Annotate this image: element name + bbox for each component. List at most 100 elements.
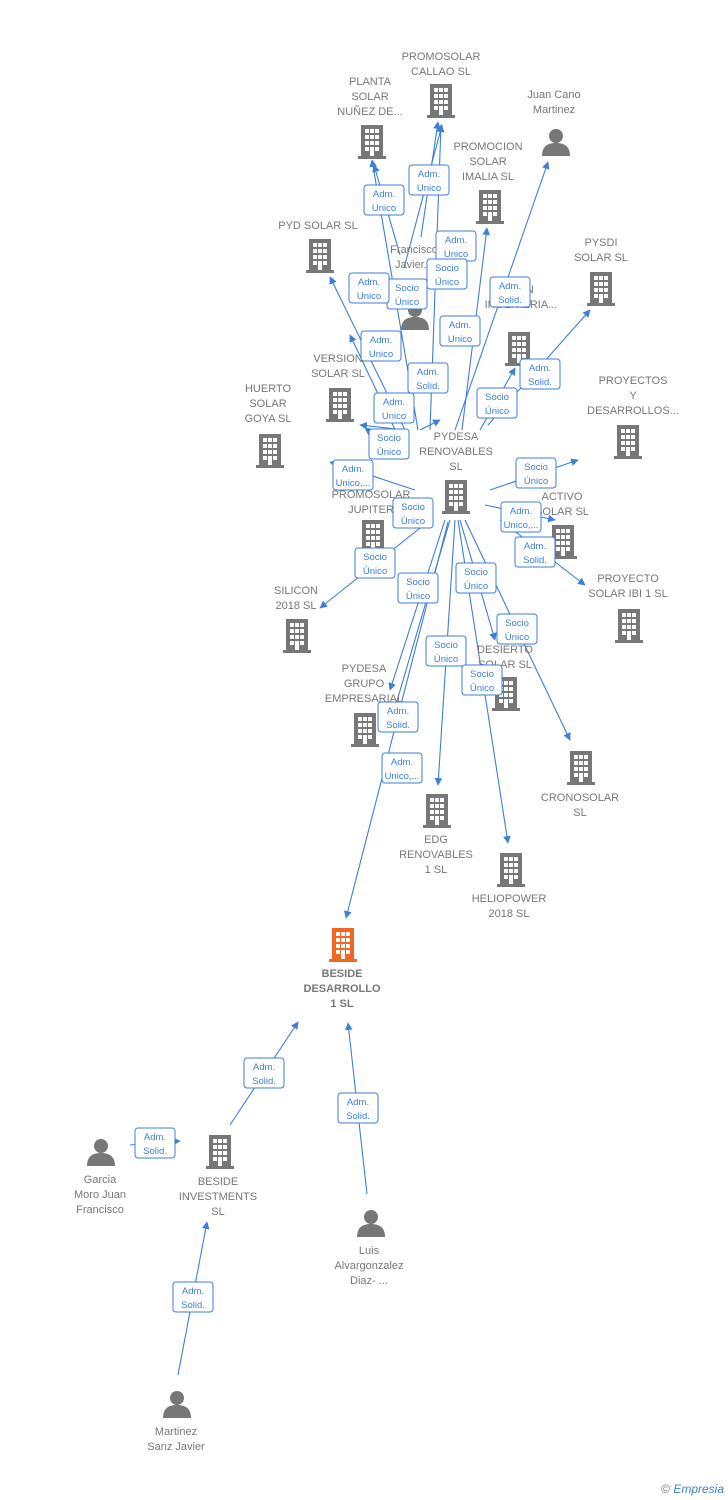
edge-line <box>419 419 441 431</box>
edge-label-box[interactable]: Adm.Unico <box>348 272 390 304</box>
edge-label-frame <box>332 459 374 491</box>
node-label: 1 SL <box>425 864 448 876</box>
edge-label-box[interactable]: Adm.Solid. <box>519 358 561 390</box>
node-label: JUPITER <box>348 504 394 516</box>
edge-label-box[interactable]: Adm.Solid. <box>243 1057 285 1089</box>
edge-label-text: Único <box>524 476 548 487</box>
edge-label-text: Socio <box>395 283 419 294</box>
node-luis-alvargonzalez[interactable]: LuisAlvargonzalezDiaz- ... <box>334 1210 404 1287</box>
edge-label-box[interactable]: Adm.Solid. <box>337 1092 379 1124</box>
node-proyectos-desarrollos[interactable]: PROYECTOSYDESARROLLOS... <box>587 375 679 459</box>
edge-label-text: Unico,... <box>385 771 420 782</box>
node-label: Diaz- ... <box>350 1275 388 1287</box>
node-label: 2018 SL <box>489 908 530 920</box>
edge-label-box[interactable]: Adm.Solid. <box>489 276 531 308</box>
edge-label-text: Adm. <box>347 1097 369 1108</box>
building-icon <box>497 853 525 887</box>
edge-label-box[interactable]: Adm.Solid. <box>134 1127 176 1159</box>
node-label: DESIERTO <box>477 644 533 656</box>
building-icon <box>587 272 615 306</box>
node-pyd-solar[interactable]: PYD SOLAR SL <box>278 220 358 273</box>
node-label: SOLAR SL <box>311 368 365 380</box>
edge-label-text: Solid. <box>528 377 552 388</box>
edge-label-box[interactable]: Adm.Unico <box>439 315 481 347</box>
edge-label-box[interactable]: Adm.Solid. <box>172 1281 214 1313</box>
edge-label-box[interactable]: Adm.Unico <box>360 330 402 362</box>
person-icon <box>163 1391 191 1418</box>
edge-label-box[interactable]: Adm.Unico <box>435 230 477 262</box>
edge-line <box>388 519 446 691</box>
edge-label-text: Adm. <box>373 189 395 200</box>
edge-label-box[interactable]: Adm.Solid. <box>407 362 449 394</box>
edge-label-text: Unico,... <box>504 520 539 531</box>
edge-label-frame <box>439 315 481 347</box>
edge-label-text: Adm. <box>387 706 409 717</box>
edge-label-text: Socio <box>434 640 458 651</box>
building-icon <box>329 928 357 962</box>
node-label: CRONOSOLAR <box>541 792 619 804</box>
node-label: BESIDE <box>198 1176 238 1188</box>
brand-logo-text[interactable]: Empresia <box>673 1482 724 1496</box>
edge-label-box[interactable]: Adm.Solid. <box>514 536 556 568</box>
node-label: Alvargonzalez <box>334 1260 403 1272</box>
edge-label-text: Unico <box>357 291 381 302</box>
node-label: PYSDI <box>584 237 617 249</box>
edge-label-box[interactable]: Adm.Unico,... <box>381 752 423 784</box>
node-promosolar-jupiter[interactable]: PROMOSOLAR JUPITER <box>332 489 411 554</box>
node-francisco[interactable]: FranciscoJavier... <box>390 244 438 330</box>
edge-label-frame <box>363 184 405 216</box>
edge-label-box[interactable]: Adm.Unico <box>408 164 450 196</box>
node-label: PROMOSOLAR <box>332 489 411 501</box>
building-icon <box>283 619 311 653</box>
node-label: PLANTA <box>349 76 392 88</box>
edge-label-box[interactable]: Adm.Unico,... <box>332 459 374 491</box>
edge-label-frame <box>515 457 557 489</box>
building-icon <box>427 84 455 118</box>
node-label: PROMOCION <box>453 141 522 153</box>
node-label: CALLAO SL <box>411 66 471 78</box>
node-label: GOYA SL <box>245 413 292 425</box>
edge-label-text: Adm. <box>524 541 546 552</box>
edge-label-box[interactable]: Adm.Unico <box>363 184 405 216</box>
node-label: Sanz Javier <box>147 1441 205 1453</box>
edge-label-box[interactable]: Adm.Solid. <box>377 701 419 733</box>
edge-label-box[interactable]: Adm.Unico,... <box>500 501 542 533</box>
node-label: PYD SOLAR SL <box>278 220 357 232</box>
edge-label-box[interactable]: Adm.Unico <box>373 392 415 424</box>
edge-label-text: Único <box>395 297 419 308</box>
node-label: SL <box>449 461 462 473</box>
building-icon <box>442 480 470 514</box>
node-label: Luis <box>359 1245 380 1257</box>
